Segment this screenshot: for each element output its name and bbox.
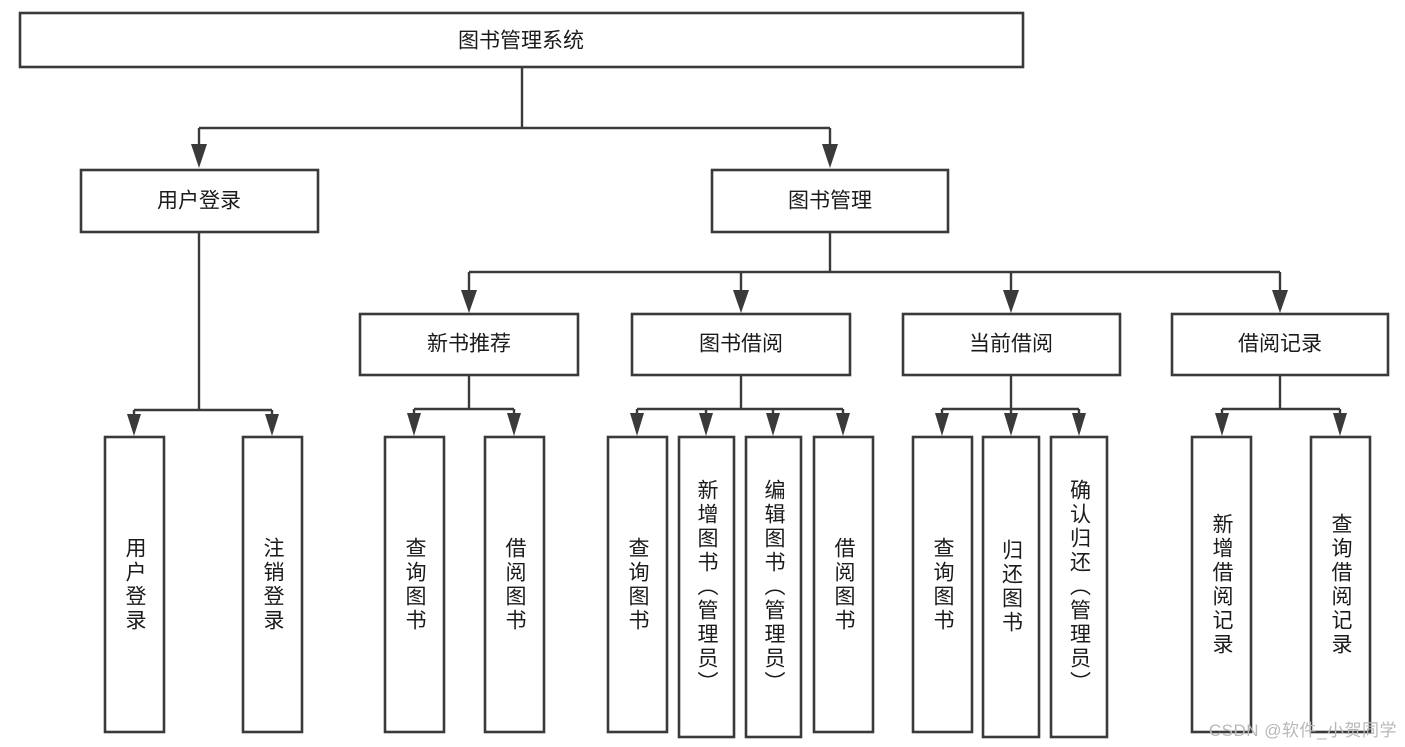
connector-group-user-login: [127, 232, 279, 436]
node-borrow-record-box[interactable]: [1170, 312, 1390, 377]
leaf-box-nbr-borrow-book[interactable]: [483, 435, 546, 734]
arrow-head-cb-leaf-2: [1004, 413, 1018, 436]
node-root[interactable]: 图书管理系统: [18, 11, 1025, 69]
leaf-box-bb-edit-book-admin[interactable]: [744, 435, 803, 739]
arrow-head-cb-leaf-3: [1072, 413, 1086, 436]
leaf-box-bb-add-book-admin[interactable]: [677, 435, 736, 739]
node-user-login-box[interactable]: [79, 168, 320, 234]
arrow-head-bb-leaf-2: [699, 413, 713, 436]
arrow-head-nbr-leaf-2: [507, 413, 521, 436]
node-current-borrow-box[interactable]: [901, 312, 1122, 377]
node-book-management-label: 图书管理: [788, 190, 872, 213]
node-user-login-label: 用户登录: [157, 190, 241, 213]
node-borrow-record-label: 借阅记录: [1238, 333, 1322, 356]
node-current-borrow[interactable]: 当前借阅: [901, 312, 1122, 377]
arrow-head-br-leaf-2: [1333, 413, 1347, 436]
leaf-box-cb-query-book[interactable]: [911, 435, 974, 734]
node-root-box[interactable]: [18, 11, 1025, 69]
arrow-head-leaf-logout: [265, 414, 279, 436]
leaf-box-nbr-query-book[interactable]: [383, 435, 446, 734]
arrow-head-bb-leaf-3: [766, 413, 780, 436]
leaf-box-cb-return-book[interactable]: [981, 435, 1041, 739]
leaf-box-br-add-record[interactable]: [1190, 435, 1253, 734]
arrow-head-nbr-leaf-1: [407, 413, 421, 436]
connector-group-current-borrow: [935, 375, 1086, 436]
leaf-box-bb-query-book[interactable]: [606, 435, 669, 734]
arrow-head-leaf-user-login: [127, 414, 141, 436]
leaf-box-cb-confirm-return-admin[interactable]: [1049, 435, 1109, 739]
connector-group-borrow-record: [1215, 375, 1347, 436]
arrow-head-book-mgmt: [822, 144, 838, 168]
node-book-borrow[interactable]: 图书借阅: [630, 312, 852, 377]
node-current-borrow-label: 当前借阅: [969, 333, 1053, 356]
connector-group-book-mgmt: [461, 232, 1288, 313]
arrow-head-borrow-record: [1272, 290, 1288, 313]
connector-group-root: [191, 67, 838, 168]
node-book-management-box[interactable]: [710, 168, 950, 234]
node-root-label: 图书管理系统: [458, 30, 584, 53]
leaf-box-bb-borrow-book[interactable]: [812, 435, 875, 734]
connector-group-book-borrow: [630, 375, 850, 436]
node-borrow-record[interactable]: 借阅记录: [1170, 312, 1390, 377]
leaf-box-user-login[interactable]: [103, 435, 166, 734]
csdn-watermark: CSDN @软件_小贺同学: [1208, 721, 1397, 740]
node-book-management[interactable]: 图书管理: [710, 168, 950, 234]
node-new-book-recommend-label: 新书推荐: [427, 333, 511, 356]
leaf-box-br-query-record[interactable]: [1309, 435, 1372, 734]
arrow-head-current-borrow: [1003, 290, 1019, 313]
node-book-borrow-label: 图书借阅: [699, 333, 783, 356]
node-user-login[interactable]: 用户登录: [79, 168, 320, 234]
connector-group-new-book-recommend: [407, 375, 521, 436]
leaf-box-logout[interactable]: [241, 435, 304, 734]
arrow-head-user-login: [191, 144, 207, 168]
node-new-book-recommend[interactable]: 新书推荐: [358, 312, 580, 377]
arrow-head-book-borrow: [733, 290, 749, 313]
arrow-head-br-leaf-1: [1215, 413, 1229, 436]
node-new-book-recommend-box[interactable]: [358, 312, 580, 377]
arrow-head-bb-leaf-1: [630, 413, 644, 436]
arrow-head-new-book-recommend: [461, 290, 477, 313]
node-book-borrow-box[interactable]: [630, 312, 852, 377]
arrow-head-bb-leaf-4: [836, 413, 850, 436]
arrow-head-cb-leaf-1: [935, 413, 949, 436]
